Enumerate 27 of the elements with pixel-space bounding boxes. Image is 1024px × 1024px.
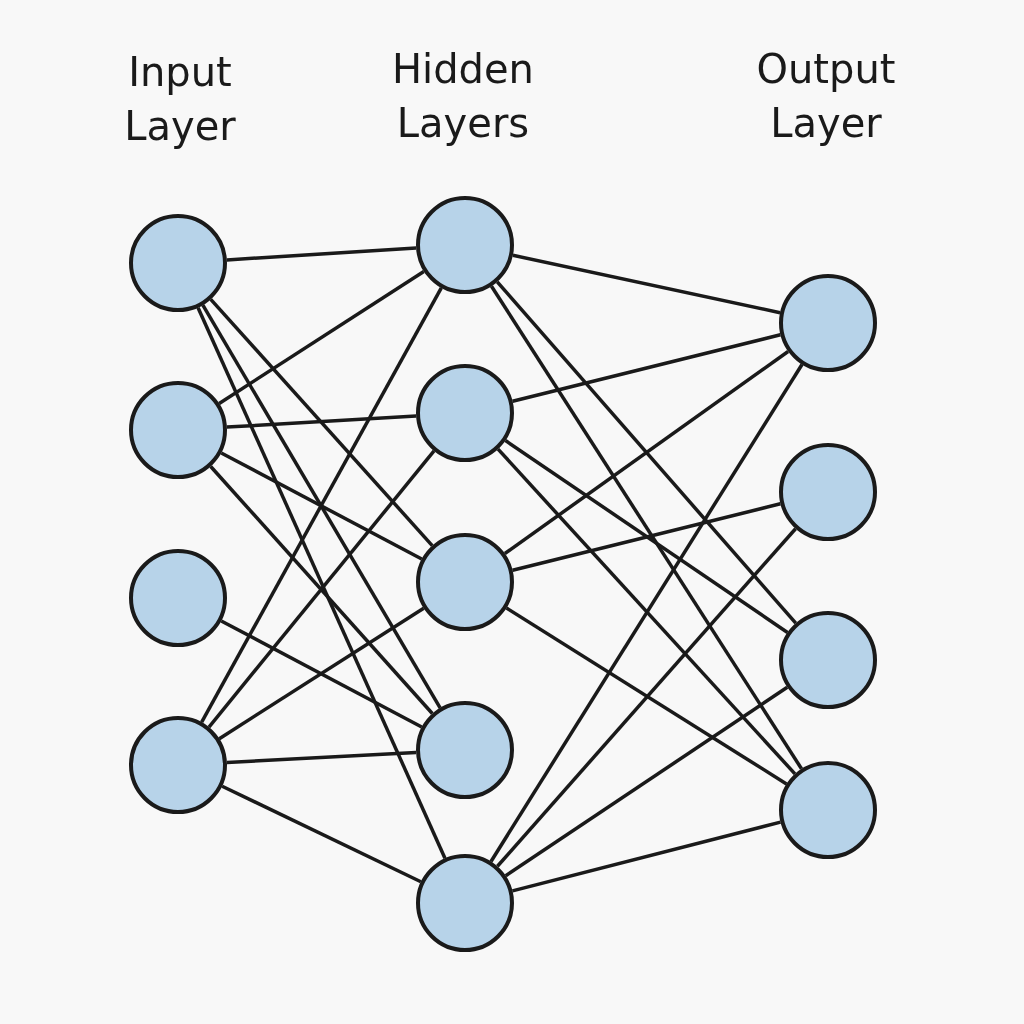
layer-heading: Output Layer: [755, 45, 897, 148]
connection-line: [489, 363, 804, 863]
layer-heading: Input Layer: [123, 48, 237, 151]
connection-line: [512, 502, 781, 572]
connection-line: [505, 606, 788, 786]
connection-line: [495, 280, 798, 625]
connection-line: [512, 333, 781, 403]
connection-line: [221, 784, 422, 884]
connection-line: [218, 606, 425, 741]
connection-line: [226, 246, 417, 262]
connection-line: [490, 285, 803, 770]
connection-line: [196, 307, 447, 859]
connection-line: [512, 253, 781, 315]
neuron-circle: [416, 533, 514, 631]
connection-line: [226, 414, 417, 429]
connection-line: [503, 350, 790, 555]
connection-line: [504, 439, 789, 634]
layer-heading: Hidden Layers: [391, 45, 535, 148]
connection-line: [220, 619, 423, 729]
connection-line: [226, 750, 417, 765]
connection-line: [220, 451, 423, 561]
connection-line: [504, 685, 789, 878]
connection-line: [496, 448, 797, 775]
connection-line: [496, 527, 797, 868]
connection-line: [512, 820, 781, 893]
connection-line: [218, 270, 425, 405]
connection-line: [209, 298, 434, 547]
